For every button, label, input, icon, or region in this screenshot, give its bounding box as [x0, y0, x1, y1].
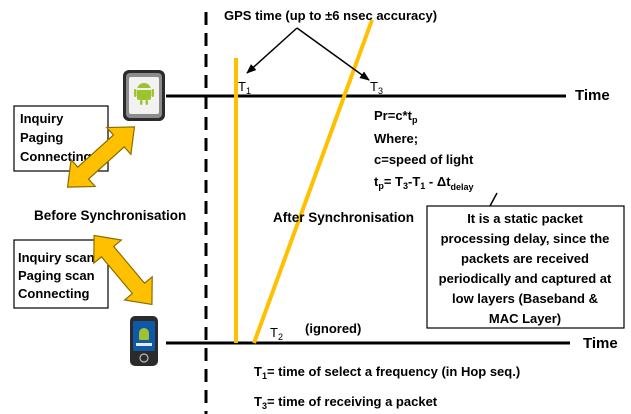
- callout-line-1: It is a static packet: [467, 211, 583, 226]
- lower-double-arrow-icon: [93, 234, 153, 306]
- callout-line-6: MAC Layer): [489, 311, 561, 326]
- callout-line-4: periodically and captured at: [439, 271, 612, 286]
- before-sync-label: Before Synchronisation: [34, 208, 186, 223]
- gps-time-label: GPS time (up to ±6 nsec accuracy): [224, 8, 437, 23]
- time-label-top: Time: [575, 87, 610, 104]
- t3-top-label: T3: [370, 79, 383, 96]
- inquiry-scan-box: [13, 239, 109, 309]
- callout-box: [426, 205, 625, 329]
- ignored-label: (ignored): [305, 321, 361, 336]
- gps-arrow-to-t1: [246, 27, 298, 74]
- pr-formula: Pr=c*tp: [374, 108, 418, 125]
- callout-pointer: [489, 192, 498, 207]
- callout-line-5: low layers (Baseband &: [452, 291, 598, 306]
- upper-double-arrow-icon: [66, 126, 136, 188]
- t1-footnote: T1= time of select a frequency (in Hop s…: [254, 364, 520, 381]
- t1-top-label: T1: [238, 79, 251, 96]
- t2-t3-diagonal-line: [252, 19, 374, 344]
- gps-arrow-to-t3: [296, 27, 370, 81]
- connecting-scan-label: Connecting: [18, 286, 90, 301]
- tp-formula: tp= T3-T1 - Δtdelay: [374, 174, 474, 192]
- paging-scan-label: Paging scan: [18, 268, 95, 283]
- inquiry-scan-label: Inquiry scan: [18, 250, 95, 265]
- inquiry-label: Inquiry: [20, 111, 64, 126]
- paging-label: Paging: [20, 130, 63, 145]
- callout-line-2: processing delay, since the: [441, 231, 610, 246]
- t2-bottom-label: T2: [270, 325, 283, 342]
- t3-footnote: T3= time of receiving a packet: [254, 394, 438, 411]
- callout-line-3: packets are received: [461, 251, 589, 266]
- android-phone-icon: [123, 70, 165, 121]
- after-sync-label: After Synchronisation: [273, 210, 414, 225]
- where-label: Where;: [374, 131, 418, 146]
- smartphone-icon: [130, 316, 158, 366]
- connecting-label: Connecting: [20, 149, 92, 164]
- time-label-bottom: Time: [583, 335, 618, 352]
- c-definition: c=speed of light: [374, 152, 474, 167]
